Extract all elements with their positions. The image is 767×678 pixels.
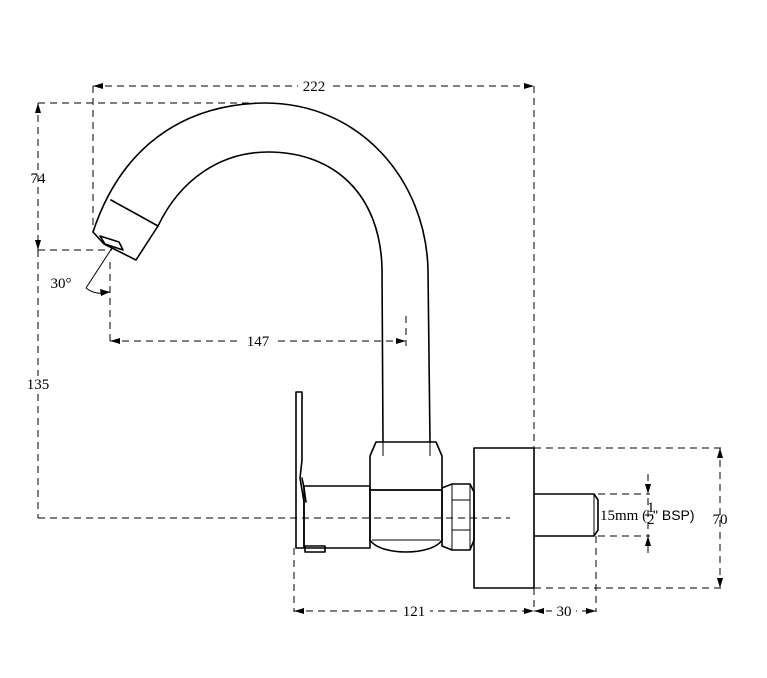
inlet-fraction-denominator: 2: [647, 512, 655, 528]
dimension-lines: [35, 83, 723, 614]
hex-nut: [441, 483, 475, 551]
handle-base: [303, 485, 371, 549]
spout-inner-curve: [157, 151, 384, 443]
dim-70-label: 70: [713, 512, 728, 528]
dim-74-label: 74: [31, 171, 47, 187]
faucet-outline: [92, 102, 599, 589]
aerator-nozzle: [99, 235, 124, 251]
extension-lines: [38, 86, 724, 612]
dim-30deg-label: 30°: [51, 276, 72, 292]
dim-147-label: 147: [247, 334, 270, 350]
dim-222-label: 222: [303, 79, 326, 95]
inlet-prefix: 15mm (: [600, 508, 647, 524]
dim-30-label: 30: [557, 604, 572, 620]
dim-121-label: 121: [403, 604, 426, 620]
dimension-labels: 222 74 30° 147 135 121 30 70 15mm ( 1 2 …: [26, 78, 728, 620]
lever-handle: [295, 391, 305, 549]
aerator-tip: [92, 225, 159, 261]
dim-135-label: 135: [27, 377, 50, 393]
inlet-fraction-numerator: 1: [647, 500, 655, 516]
inlet-suffix: " BSP): [653, 507, 695, 523]
spout-outer-curve: [92, 102, 431, 443]
inlet-size-label: 15mm ( 1 2 " BSP): [600, 500, 695, 528]
swivel-collar: [369, 441, 443, 491]
inlet-pipe: [533, 493, 599, 537]
valve-body: [369, 489, 443, 553]
